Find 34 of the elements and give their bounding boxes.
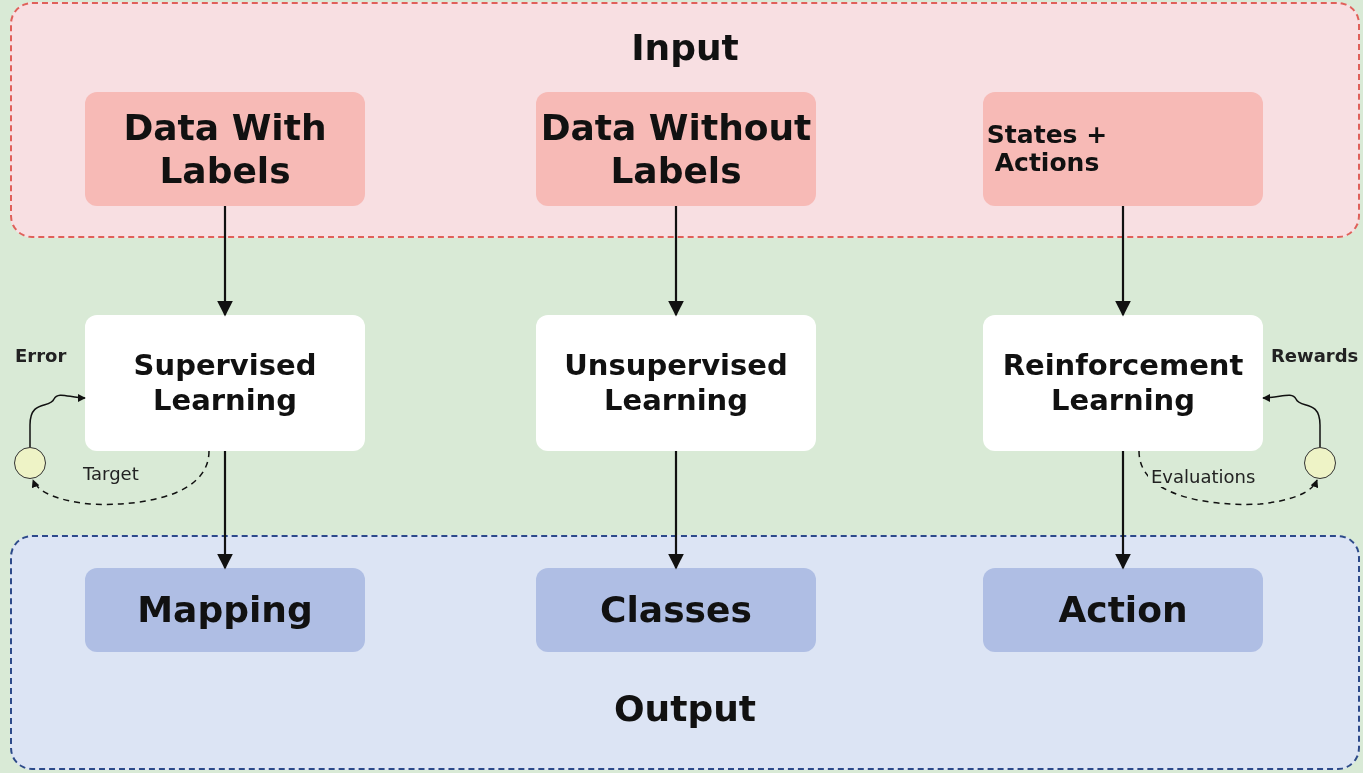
input-box [85, 92, 365, 206]
output-band [10, 535, 1360, 770]
learning-box [536, 315, 816, 451]
feedback-circle [14, 447, 46, 479]
band-title: Output [612, 687, 758, 731]
feedback-circle [1304, 447, 1336, 479]
arrow [1262, 393, 1321, 448]
arrow [1115, 451, 1131, 570]
node-label: Supervised Learning [132, 348, 318, 418]
output-box [983, 568, 1263, 652]
output-box [85, 568, 365, 652]
output-box [536, 568, 816, 652]
dashed-arrow [1138, 450, 1318, 506]
input-box [536, 92, 816, 206]
learning-box [983, 315, 1263, 451]
learning-box [85, 315, 365, 451]
arrow [217, 206, 233, 317]
node-label: Data With Labels [122, 105, 328, 193]
band-title: Input [630, 26, 740, 70]
node-label: Action [1057, 588, 1189, 632]
arrow [217, 451, 233, 570]
node-label: Unsupervised Learning [563, 348, 789, 418]
arrow [1115, 206, 1131, 317]
dashed-arrow [32, 450, 210, 506]
arrow [29, 393, 86, 448]
node-label: Data Without Labels [539, 105, 813, 193]
input-box [983, 92, 1263, 206]
node-label: States + Actions [985, 121, 1109, 177]
node-label: Classes [599, 588, 753, 632]
input-band [10, 2, 1360, 238]
arrow [668, 206, 684, 317]
node-label: Reinforcement Learning [1001, 348, 1245, 418]
node-label: Mapping [136, 588, 314, 632]
arrow [668, 451, 684, 570]
